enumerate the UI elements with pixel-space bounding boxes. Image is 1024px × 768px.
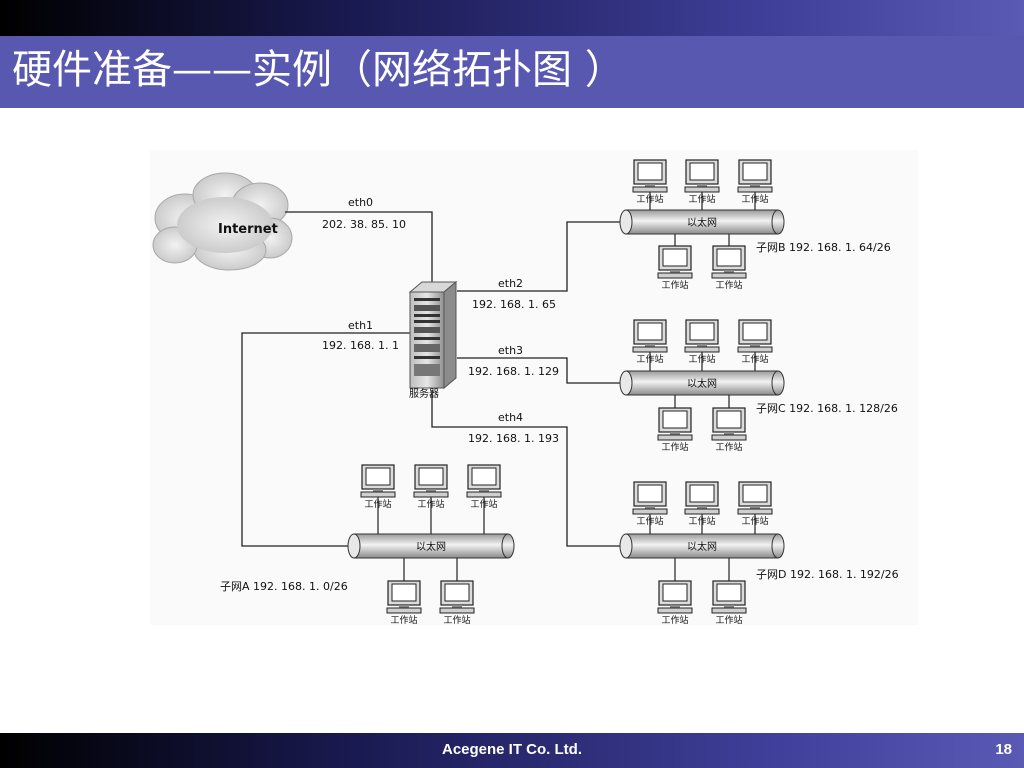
workstation-label: 工作站 (661, 279, 688, 291)
ethernet-pipe-d: 以太网 (619, 533, 785, 559)
workstation-icon: 工作站 (711, 580, 747, 626)
workstation-icon: 工作站 (711, 407, 747, 453)
workstation-icon: 工作站 (657, 580, 693, 626)
workstation-icon: 工作站 (684, 159, 720, 205)
page-number: 18 (995, 741, 1012, 758)
workstation-icon: 工作站 (632, 481, 668, 527)
workstation-label: 工作站 (443, 614, 470, 626)
workstation-icon: 工作站 (360, 464, 396, 510)
workstation-icon: 工作站 (737, 159, 773, 205)
workstation-label: 工作站 (390, 614, 417, 626)
ethernet-label: 以太网 (687, 377, 717, 390)
subnet-d: 以太网工作站工作站工作站工作站工作站 (619, 481, 785, 626)
ethernet-label: 以太网 (687, 540, 717, 553)
server-icon (408, 280, 458, 390)
workstation-label: 工作站 (417, 498, 444, 510)
workstation-icon: 工作站 (684, 319, 720, 365)
workstation-icon: 工作站 (737, 319, 773, 365)
workstation-label: 工作站 (636, 193, 663, 205)
workstation-icon: 工作站 (386, 580, 422, 626)
workstation-icon: 工作站 (657, 245, 693, 291)
ethernet-pipe-c: 以太网 (619, 370, 785, 396)
internet-label: Internet (218, 222, 278, 237)
eth3-name: eth3 (498, 344, 523, 357)
eth0-ip: 202. 38. 85. 10 (322, 218, 406, 231)
ethernet-label: 以太网 (416, 540, 446, 553)
workstation-label: 工作站 (364, 498, 391, 510)
workstation-label: 工作站 (661, 441, 688, 453)
workstation-label: 工作站 (661, 614, 688, 626)
subnet-a: 以太网工作站工作站工作站工作站工作站 (347, 464, 515, 626)
workstation-label: 工作站 (636, 353, 663, 365)
workstation-label: 工作站 (688, 193, 715, 205)
subnet-groups: 以太网工作站工作站工作站工作站工作站以太网工作站工作站工作站工作站工作站以太网工… (347, 159, 785, 626)
top-gradient-bar (0, 0, 1024, 36)
title-band (0, 36, 1024, 108)
workstation-label: 工作站 (715, 614, 742, 626)
eth1-ip: 192. 168. 1. 1 (322, 339, 399, 352)
workstation-icon: 工作站 (439, 580, 475, 626)
subnet-c-label: 子网C 192. 168. 1. 128/26 (756, 402, 898, 415)
ethernet-label: 以太网 (687, 216, 717, 229)
connection-lines (241, 211, 622, 547)
eth4-ip: 192. 168. 1. 193 (468, 432, 559, 445)
workstation-label: 工作站 (715, 279, 742, 291)
workstation-icon: 工作站 (711, 245, 747, 291)
workstation-label: 工作站 (688, 353, 715, 365)
eth2-name: eth2 (498, 277, 523, 290)
subnet-d-label: 子网D 192. 168. 1. 192/26 (756, 568, 899, 581)
eth4-name: eth4 (498, 411, 523, 424)
subnet-a-label: 子网A 192. 168. 1. 0/26 (220, 580, 348, 593)
workstation-label: 工作站 (741, 193, 768, 205)
eth0-name: eth0 (348, 196, 373, 209)
slide-title: 硬件准备——实例（网络拓扑图 ） (12, 47, 625, 93)
server-label: 服务器 (409, 387, 439, 400)
workstation-label: 工作站 (470, 498, 497, 510)
workstation-icon: 工作站 (632, 319, 668, 365)
workstation-label: 工作站 (741, 353, 768, 365)
eth1-name: eth1 (348, 319, 373, 332)
workstation-icon: 工作站 (684, 481, 720, 527)
workstation-icon: 工作站 (466, 464, 502, 510)
workstation-icon: 工作站 (413, 464, 449, 510)
workstation-icon: 工作站 (737, 481, 773, 527)
ethernet-pipe-a: 以太网 (347, 533, 515, 559)
subnet-b: 以太网工作站工作站工作站工作站工作站 (619, 159, 785, 291)
workstation-icon: 工作站 (632, 159, 668, 205)
subnet-c: 以太网工作站工作站工作站工作站工作站 (619, 319, 785, 453)
workstation-label: 工作站 (715, 441, 742, 453)
workstation-icon: 工作站 (657, 407, 693, 453)
workstation-label: 工作站 (688, 515, 715, 527)
eth3-ip: 192. 168. 1. 129 (468, 365, 559, 378)
eth2-ip: 192. 168. 1. 65 (472, 298, 556, 311)
subnet-b-label: 子网B 192. 168. 1. 64/26 (756, 241, 891, 254)
workstation-label: 工作站 (741, 515, 768, 527)
footer-bar (0, 733, 1024, 768)
internet-cloud-icon (152, 172, 293, 271)
footer-company: Acegene IT Co. Ltd. (441, 741, 582, 758)
ethernet-pipe-b: 以太网 (619, 209, 785, 235)
workstation-label: 工作站 (636, 515, 663, 527)
